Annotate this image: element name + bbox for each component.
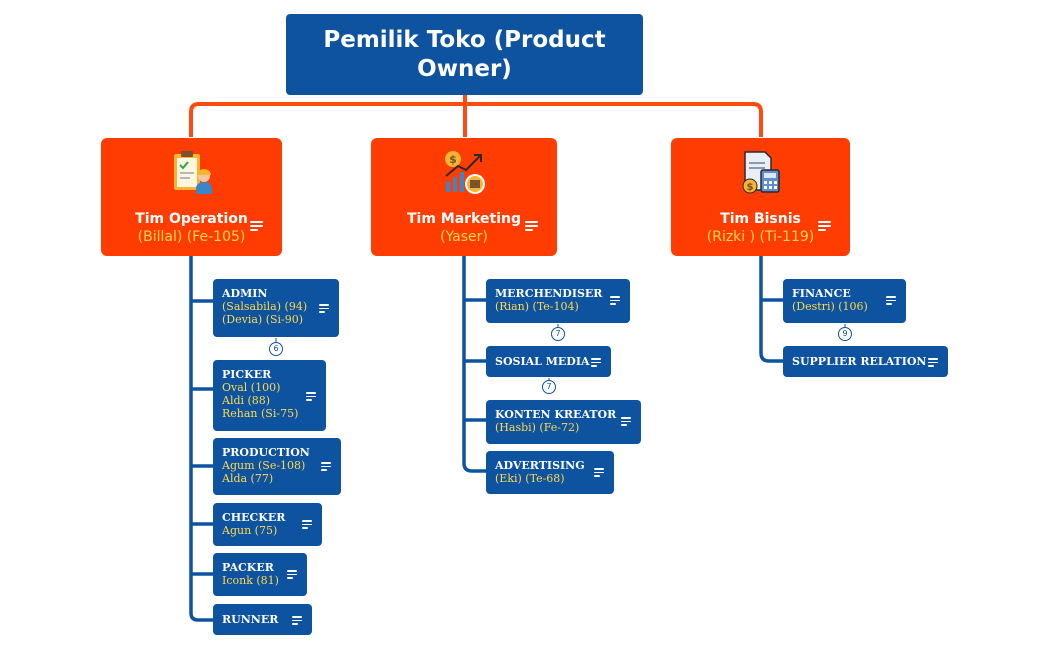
collapse-count-badge[interactable]: 9 bbox=[838, 327, 852, 341]
notes-icon[interactable] bbox=[321, 462, 331, 471]
role-member: Oval (100) bbox=[222, 381, 281, 394]
role-production[interactable]: PRODUCTION Agum (Se-108) Alda (77) bbox=[213, 438, 341, 495]
role-title: SUPPLIER RELATION bbox=[792, 355, 927, 368]
role-finance[interactable]: FINANCE (Destri) (106) bbox=[783, 279, 906, 323]
invoice-calculator-icon: $ bbox=[742, 151, 780, 194]
role-title: KONTEN KREATOR bbox=[495, 408, 617, 421]
notes-icon[interactable] bbox=[621, 417, 631, 426]
role-member: (Devia) (Si-90) bbox=[222, 313, 304, 326]
notes-icon[interactable] bbox=[594, 468, 604, 477]
role-title: PACKER bbox=[222, 561, 274, 574]
notes-icon[interactable] bbox=[525, 221, 538, 231]
role-packer[interactable]: PACKER Iconk (81) bbox=[213, 553, 307, 596]
notes-icon[interactable] bbox=[818, 221, 831, 231]
role-member: (Hasbi) (Fe-72) bbox=[495, 421, 580, 434]
role-title: MERCHENDISER bbox=[495, 287, 603, 300]
team-name: Tim Marketing bbox=[406, 211, 521, 227]
root-title: Pemilik Toko (Product Owner) bbox=[323, 26, 606, 82]
team-lead: (Rizki ) (Ti-119) bbox=[706, 229, 815, 245]
notes-icon[interactable] bbox=[287, 570, 297, 579]
team-operation-node[interactable]: Tim Operation (Billal) (Fe-105) bbox=[101, 138, 282, 256]
role-member: (Rian) (Te-104) bbox=[495, 300, 579, 313]
clipboard-worker-icon bbox=[173, 151, 212, 194]
notes-icon[interactable] bbox=[591, 358, 601, 367]
role-supplier-relation[interactable]: SUPPLIER RELATION bbox=[783, 346, 948, 377]
operation-branch-line bbox=[189, 256, 213, 622]
role-admin[interactable]: ADMIN (Salsabila) (94) (Devia) (Si-90) bbox=[213, 279, 339, 337]
svg-text:$: $ bbox=[746, 182, 753, 193]
collapse-count-badge[interactable]: 6 bbox=[269, 342, 283, 356]
collapse-count-badge[interactable]: 7 bbox=[542, 380, 556, 394]
role-konten-kreator[interactable]: KONTEN KREATOR (Hasbi) (Fe-72) bbox=[486, 400, 641, 444]
team-name: Tim Bisnis bbox=[720, 211, 801, 227]
team-name: Tim Operation bbox=[135, 211, 248, 227]
role-merchendiser[interactable]: MERCHENDISER (Rian) (Te-104) bbox=[486, 279, 630, 323]
role-member: (Destri) (106) bbox=[792, 300, 868, 313]
role-title: FINANCE bbox=[792, 287, 851, 300]
notes-icon[interactable] bbox=[319, 304, 329, 313]
role-checker[interactable]: CHECKER Agun (75) bbox=[213, 503, 322, 546]
role-sosial-media[interactable]: SOSIAL MEDIA bbox=[486, 346, 611, 377]
role-picker[interactable]: PICKER Oval (100) Aldi (88) Rehan (Si-75… bbox=[213, 360, 326, 431]
team-bisnis-node[interactable]: $ Tim Bisnis (Rizki ) (Ti-119) bbox=[671, 138, 850, 256]
collapse-count-badge[interactable]: 7 bbox=[551, 327, 565, 341]
root-branch-line bbox=[189, 102, 763, 137]
role-member: Aldi (88) bbox=[222, 394, 271, 407]
role-advertising[interactable]: ADVERTISING (Eki) (Te-68) bbox=[486, 451, 614, 494]
role-title: PICKER bbox=[222, 368, 272, 381]
team-marketing-node[interactable]: $ Tim Marketing (Yaser) bbox=[371, 138, 557, 256]
team-lead: (Billal) (Fe-105) bbox=[137, 229, 246, 245]
role-title: PRODUCTION bbox=[222, 446, 310, 459]
role-title: SOSIAL MEDIA bbox=[495, 355, 590, 368]
role-title: ADVERTISING bbox=[495, 459, 585, 472]
team-lead: (Yaser) bbox=[440, 229, 488, 245]
marketing-role-links bbox=[464, 298, 486, 422]
role-member: (Eki) (Te-68) bbox=[495, 472, 565, 485]
role-title: ADMIN bbox=[222, 287, 268, 300]
role-member: (Salsabila) (94) bbox=[222, 300, 308, 313]
notes-icon[interactable] bbox=[250, 221, 263, 231]
marketing-branch-line bbox=[462, 256, 486, 473]
marketing-growth-icon: $ bbox=[445, 151, 485, 194]
notes-icon[interactable] bbox=[610, 296, 620, 305]
role-runner[interactable]: RUNNER bbox=[213, 604, 312, 635]
operation-role-links bbox=[191, 299, 213, 576]
role-member: Agun (75) bbox=[222, 524, 278, 537]
notes-icon[interactable] bbox=[292, 616, 302, 625]
role-title: CHECKER bbox=[222, 511, 286, 524]
notes-icon[interactable] bbox=[302, 520, 312, 529]
notes-icon[interactable] bbox=[306, 392, 316, 401]
bisnis-branch-line bbox=[759, 256, 783, 363]
role-member: Alda (77) bbox=[222, 472, 274, 485]
role-member: Rehan (Si-75) bbox=[222, 407, 299, 420]
root-node[interactable]: Pemilik Toko (Product Owner) bbox=[286, 14, 643, 95]
svg-text:$: $ bbox=[449, 153, 457, 166]
notes-icon[interactable] bbox=[928, 358, 938, 367]
role-member: Agum (Se-108) bbox=[222, 459, 306, 472]
role-member: Iconk (81) bbox=[222, 574, 279, 587]
role-title: RUNNER bbox=[222, 613, 279, 626]
notes-icon[interactable] bbox=[886, 296, 896, 305]
